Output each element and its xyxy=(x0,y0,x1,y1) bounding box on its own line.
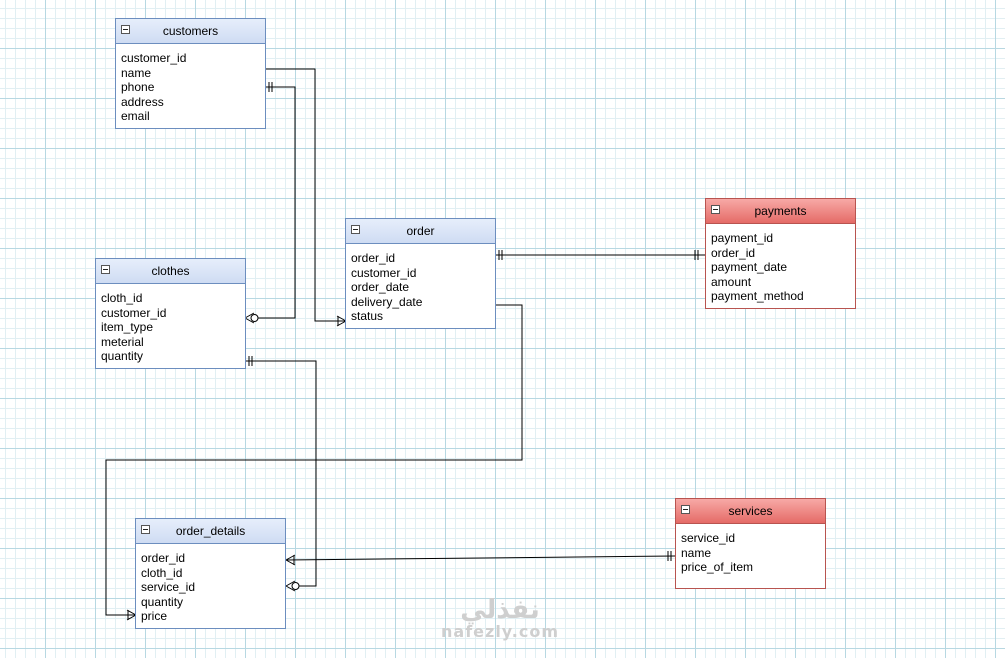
entity-title: order xyxy=(406,224,435,238)
entity-header[interactable]: services xyxy=(676,499,825,524)
watermark-latin: nafezly.com xyxy=(441,622,559,641)
field-list: cloth_id customer_id item_type meterial … xyxy=(96,284,245,364)
field[interactable]: amount xyxy=(711,274,752,289)
entity-header[interactable]: clothes xyxy=(96,259,245,284)
entity-title: order_details xyxy=(175,524,246,538)
entity-order[interactable]: order order_id customer_id order_date de… xyxy=(345,218,496,329)
entity-header[interactable]: order xyxy=(346,219,495,244)
field-list: customer_id name phone address email xyxy=(116,44,265,124)
watermark-arabic: نفذلي xyxy=(460,595,540,625)
entity-header[interactable]: order_details xyxy=(136,519,285,544)
field[interactable]: meterial xyxy=(101,334,144,349)
watermark: نفذلي nafezly.com xyxy=(440,596,560,640)
entity-title: payments xyxy=(754,204,807,218)
field[interactable]: order_id xyxy=(711,245,756,260)
field-list: service_id name price_of_item xyxy=(676,524,825,575)
field[interactable]: customer_id xyxy=(101,305,167,320)
field[interactable]: service_id xyxy=(141,580,196,595)
field[interactable]: name xyxy=(681,545,712,560)
collapse-icon[interactable] xyxy=(101,265,110,274)
field[interactable]: address xyxy=(121,94,164,109)
field[interactable]: delivery_date xyxy=(351,294,423,309)
field[interactable]: customer_id xyxy=(351,265,417,280)
field[interactable]: payment_method xyxy=(711,289,804,304)
entity-title: customers xyxy=(162,24,219,38)
entity-title: clothes xyxy=(151,264,190,278)
field[interactable]: phone xyxy=(121,80,155,95)
collapse-icon[interactable] xyxy=(121,25,130,34)
field[interactable]: name xyxy=(121,65,152,80)
link-customers-order[interactable] xyxy=(265,68,347,327)
entity-title: services xyxy=(728,504,773,518)
field[interactable]: status xyxy=(351,309,384,324)
field-list: order_id cloth_id service_id quantity pr… xyxy=(136,544,285,624)
field[interactable]: quantity xyxy=(141,594,184,609)
entity-order-details[interactable]: order_details order_id cloth_id service_… xyxy=(135,518,286,629)
field[interactable]: customer_id xyxy=(121,51,187,65)
field[interactable]: service_id xyxy=(681,531,736,545)
field[interactable]: order_date xyxy=(351,280,410,295)
entity-customers[interactable]: customers customer_id name phone address… xyxy=(115,18,266,129)
entity-header[interactable]: payments xyxy=(706,199,855,224)
entity-services[interactable]: services service_id name price_of_item xyxy=(675,498,826,589)
collapse-icon[interactable] xyxy=(681,505,690,514)
collapse-icon[interactable] xyxy=(711,205,720,214)
link-order-payments[interactable] xyxy=(495,250,705,260)
entity-header[interactable]: customers xyxy=(116,19,265,44)
field[interactable]: price xyxy=(141,609,168,624)
entity-payments[interactable]: payments payment_id order_id payment_dat… xyxy=(705,198,856,309)
field[interactable]: email xyxy=(121,109,150,124)
collapse-icon[interactable] xyxy=(141,525,150,534)
field[interactable]: cloth_id xyxy=(141,565,183,580)
field[interactable]: payment_date xyxy=(711,260,788,275)
field[interactable]: price_of_item xyxy=(681,560,754,575)
field[interactable]: order_id xyxy=(141,551,186,565)
field-list: order_id customer_id order_date delivery… xyxy=(346,244,495,324)
field[interactable]: quantity xyxy=(101,349,144,364)
field[interactable]: item_type xyxy=(101,320,154,335)
field[interactable]: order_id xyxy=(351,251,396,265)
field[interactable]: payment_id xyxy=(711,231,774,245)
entity-clothes[interactable]: clothes cloth_id customer_id item_type m… xyxy=(95,258,246,369)
collapse-icon[interactable] xyxy=(351,225,360,234)
link-services-order_details[interactable] xyxy=(285,551,676,566)
field[interactable]: cloth_id xyxy=(101,291,143,305)
field-list: payment_id order_id payment_date amount … xyxy=(706,224,855,304)
